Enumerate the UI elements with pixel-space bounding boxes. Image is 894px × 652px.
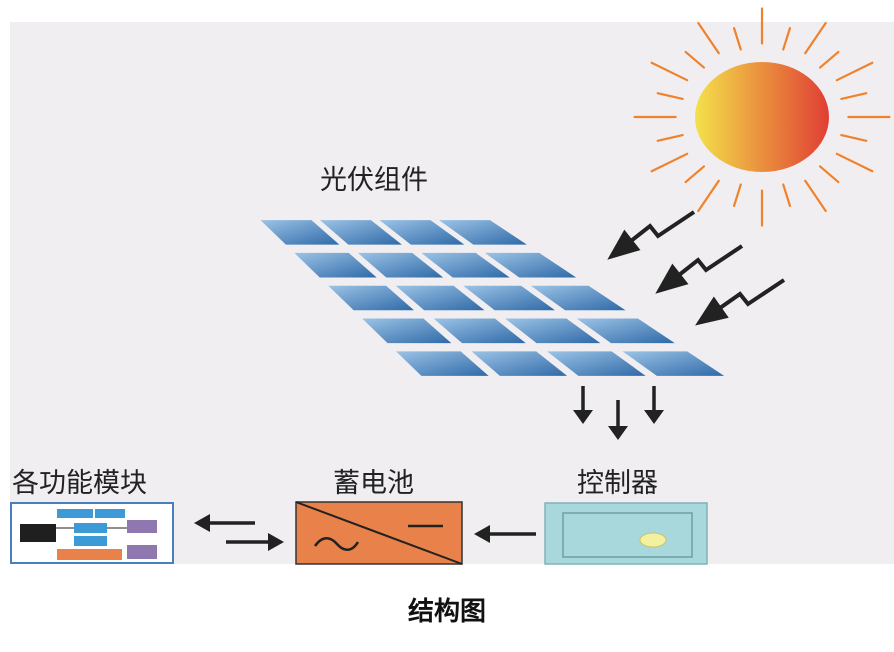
sun-ray xyxy=(804,21,827,55)
solar-cell xyxy=(530,285,626,311)
battery-box xyxy=(295,501,463,565)
solar-cell xyxy=(379,220,465,245)
module-blue-block xyxy=(95,509,125,518)
arrow-left-icon xyxy=(474,525,536,543)
lightning-arrow-head xyxy=(695,296,729,326)
sun-ray xyxy=(818,50,840,69)
function-modules-label: 各功能模块 xyxy=(12,468,147,499)
controller-frame xyxy=(544,502,708,565)
sun-ray xyxy=(782,183,792,207)
sun-ray xyxy=(835,152,874,173)
solar-cell xyxy=(547,351,646,376)
battery-diagonal xyxy=(295,501,463,565)
solar-cell xyxy=(505,318,601,344)
sun-rays xyxy=(633,7,891,227)
sun-ray xyxy=(697,21,720,55)
sun-ray xyxy=(684,50,706,69)
figure-caption: 结构图 xyxy=(407,597,486,627)
wave-icon xyxy=(313,537,360,551)
controller-box xyxy=(544,502,708,565)
down-arrows xyxy=(573,386,664,440)
controller-display xyxy=(562,512,693,558)
solar-cell xyxy=(421,252,510,278)
sun-ray xyxy=(684,165,706,184)
sun-ray xyxy=(840,92,868,101)
sun-ray xyxy=(650,61,689,82)
module-blue-block xyxy=(57,509,93,518)
controller-label: 控制器 xyxy=(577,468,658,499)
solar-panel-label: 光伏组件 xyxy=(320,165,428,196)
solar-cell xyxy=(433,318,526,344)
solar-cell xyxy=(260,220,340,245)
solar-cell xyxy=(471,351,568,376)
solar-cell xyxy=(294,252,377,278)
solar-cell xyxy=(328,285,414,311)
sun-ray xyxy=(840,133,868,142)
module-purple-block xyxy=(127,545,157,559)
sun-ray xyxy=(818,165,840,184)
arrow-left-right-icon xyxy=(194,514,284,551)
sun-icon xyxy=(695,62,829,172)
solar-panel xyxy=(260,220,725,376)
sun-ray xyxy=(697,179,720,213)
solar-cell xyxy=(439,220,527,245)
solar-cell xyxy=(622,351,725,376)
sun-ray xyxy=(650,152,689,173)
sun-ray xyxy=(782,27,792,51)
solar-cell xyxy=(576,318,675,344)
module-purple-block xyxy=(127,520,157,533)
sunlight-arrows xyxy=(607,210,786,326)
solar-cell xyxy=(396,351,489,376)
controller-led xyxy=(639,532,667,548)
solar-cell xyxy=(463,285,555,311)
solar-cell xyxy=(320,220,402,245)
battery-label: 蓄电池 xyxy=(333,468,414,499)
sun-ray xyxy=(656,133,684,142)
sun-ray xyxy=(656,92,684,101)
module-blue-block xyxy=(74,523,107,533)
solar-cell xyxy=(357,252,444,278)
arrow-down-head xyxy=(608,426,628,440)
lightning-arrow-head xyxy=(607,229,641,260)
arrow-down-head xyxy=(573,410,593,424)
module-blue-block xyxy=(74,536,107,546)
sun-ray xyxy=(835,61,874,82)
module-black-block xyxy=(20,524,56,542)
sun-ray xyxy=(804,179,827,213)
arrow-down-head xyxy=(644,410,664,424)
sun-ray xyxy=(732,27,742,51)
sun-ray xyxy=(732,183,742,207)
solar-cell xyxy=(484,252,577,278)
solar-cell xyxy=(395,285,485,311)
module-orange-block xyxy=(57,549,122,560)
function-modules-box xyxy=(10,502,174,564)
solar-cell xyxy=(362,318,452,344)
lightning-arrow-head xyxy=(655,263,689,294)
